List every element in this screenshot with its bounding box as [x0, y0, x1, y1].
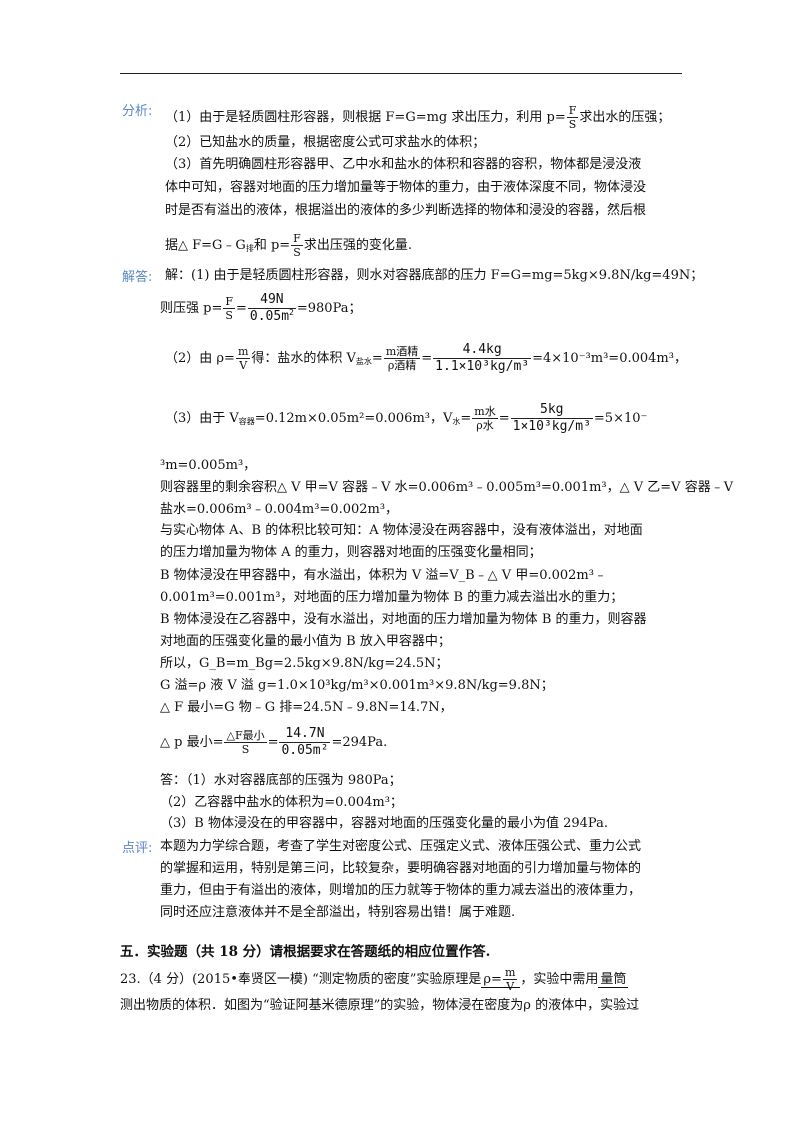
answer-line-18: 答：（1）水对容器底部的压强为 980Pa； [160, 773, 402, 788]
analysis-line-2: （2）已知盐水的质量，根据密度公式可求盐水的体积； [165, 135, 486, 150]
answer-line-14: 所以，G_B=m_Bg=2.5kg×9.8N/kg=24.5N； [160, 656, 449, 671]
answer-line-15: G 溢=ρ 液 V 溢 g=1.0×10³kg/m³×0.001m³×9.8N/… [160, 678, 554, 693]
answer-line-1: 解：(1) 由于是轻质圆柱形容器，则水对容器底部的压力 F=G=mg=5kg×9… [165, 268, 704, 283]
q23-line-2: 测出物质的体积．如图为“验证阿基米德原理”的实验，物体浸在密度为ρ 的液体中，实… [120, 998, 640, 1013]
answer-line-16: △ F 最小=G 物﹣G 排=24.5N﹣9.8N=14.7N， [160, 700, 453, 715]
comment-line-4: 同时还应注意液体并不是全部溢出，特别容易出错！属于难题. [160, 905, 516, 920]
answer-line-19: （2）乙容器中盐水的体积为=0.004m³； [160, 795, 403, 810]
answer-line-11: 0.001m³=0.001m³，对地面的压力增加量为物体 B 的重力减去溢出水的… [160, 590, 624, 605]
analysis-label: 分析: [122, 104, 153, 119]
section-title: 五．实验题（共 18 分）请根据要求在答题纸的相应位置作答. [120, 944, 491, 960]
answer-line-7: 盐水=0.006m³﹣0.004m³=0.002m³， [160, 502, 399, 517]
analysis-line-5: 时是否有溢出的液体，根据溢出的液体的多少判断选择的物体和浸没的容器，然后根 [165, 203, 647, 218]
analysis-line-4: 体中可知，容器对地面的压力增加量等于物体的重力，由于液体深度不同，物体浸没 [165, 180, 647, 195]
answer-line-20: （3）B 物体浸没在的甲容器中，容器对地面的压强变化量的最小为值 294Pa. [160, 816, 608, 831]
tool-answer: 量筒 [598, 972, 629, 988]
answer-line-8: 与实心物体 A、B 的体积比较可知：A 物体浸没在两容器中，没有液体溢出，对地面 [160, 523, 643, 538]
answer-line-10: B 物体浸没在甲容器中，有水溢出，体积为 V 溢=V_B﹣△ V 甲=0.002… [160, 568, 607, 583]
comment-line-1: 本题为力学综合题，考查了学生对密度公式、压强定义式、液体压强公式、重力公式 [160, 839, 642, 854]
answer-line-9: 的压力增加量为物体 A 的重力，则容器对地面的压强变化量相同； [160, 545, 542, 560]
top-rule [120, 73, 682, 74]
answer-label: 解答: [122, 270, 153, 285]
comment-label: 点评: [122, 841, 153, 856]
answer-line-6: 则容器里的剩余容积△ V 甲=V 容器﹣V 水=0.006m³﹣0.005m³=… [160, 480, 734, 495]
comment-line-2: 的掌握和运用，特别是第三问，比较复杂，要明确容器对地面的引力增加量与物体的 [160, 861, 642, 876]
answer-line-13: 对地面的压强变化量的最小值为 B 放入甲容器中； [160, 634, 451, 649]
comment-line-3: 重力，但由于有溢出的液体，则增加的压力就等于物体的重力减去溢出的液体重力， [160, 883, 642, 898]
answer-line-5: ³m=0.005m³， [160, 458, 257, 473]
analysis-line-3: （3）首先明确圆柱形容器甲、乙中水和盐水的体积和容器的容积，物体都是浸没液 [165, 157, 642, 172]
answer-line-12: B 物体浸没在乙容器中，没有水溢出，对地面的压力增加量为物体 B 的重力，则容器 [160, 612, 647, 627]
